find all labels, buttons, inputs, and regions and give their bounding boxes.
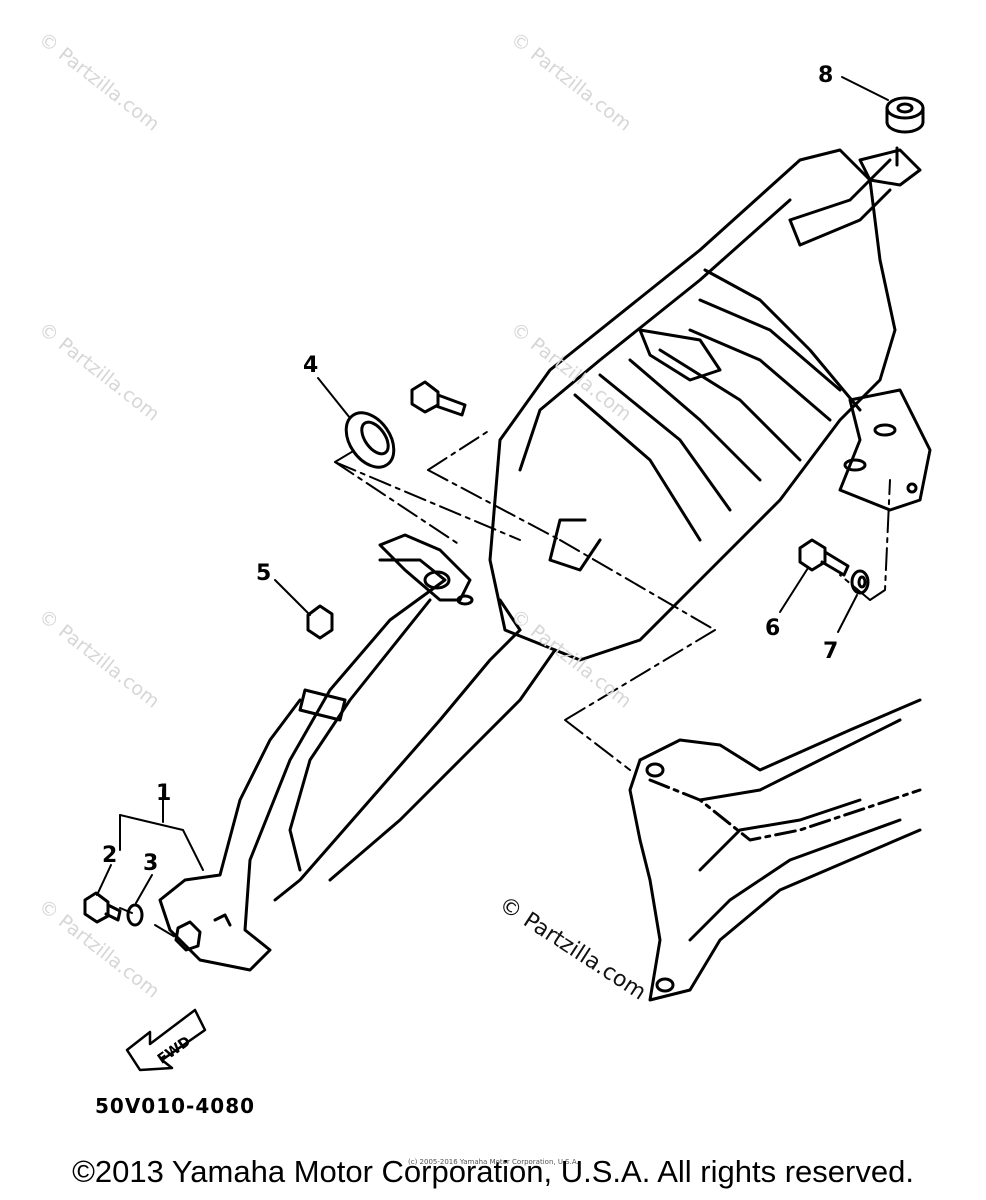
fwd-arrow xyxy=(125,1008,207,1072)
callout-8: 8 xyxy=(818,63,833,88)
exhaust-pipe xyxy=(158,533,557,972)
leader-lines xyxy=(96,76,889,904)
callout-6: 6 xyxy=(765,616,780,641)
callout-5: 5 xyxy=(256,561,271,586)
fwd-label: FWD xyxy=(155,1033,194,1067)
callout-3: 3 xyxy=(143,851,158,876)
assembly-lines xyxy=(119,429,891,941)
muffler-inlet-pipe xyxy=(788,146,922,247)
callout-2: 2 xyxy=(102,843,117,868)
part-code: 50V010-4080 xyxy=(95,1094,256,1118)
part-6-bolt xyxy=(798,538,850,577)
muffler-bracket xyxy=(838,388,932,512)
small-copyright: (c) 2005-2016 Yamaha Motor Corporation, … xyxy=(408,1158,579,1166)
callout-4: 4 xyxy=(303,353,318,378)
bolt-muffler-upper xyxy=(410,380,467,417)
callout-7: 7 xyxy=(823,639,838,664)
nut-pipe-lower xyxy=(174,920,202,952)
muffler xyxy=(488,148,897,662)
callout-1: 1 xyxy=(156,781,171,806)
frame-bracket xyxy=(628,698,922,1002)
part-3-washer xyxy=(126,903,144,927)
part-5-nut xyxy=(306,604,334,640)
part-2-bolt xyxy=(83,891,122,924)
part-8-damper xyxy=(885,96,925,134)
copyright-footer: ©2013 Yamaha Motor Corporation, U.S.A. A… xyxy=(72,1154,914,1189)
part-7-washer xyxy=(850,569,870,595)
